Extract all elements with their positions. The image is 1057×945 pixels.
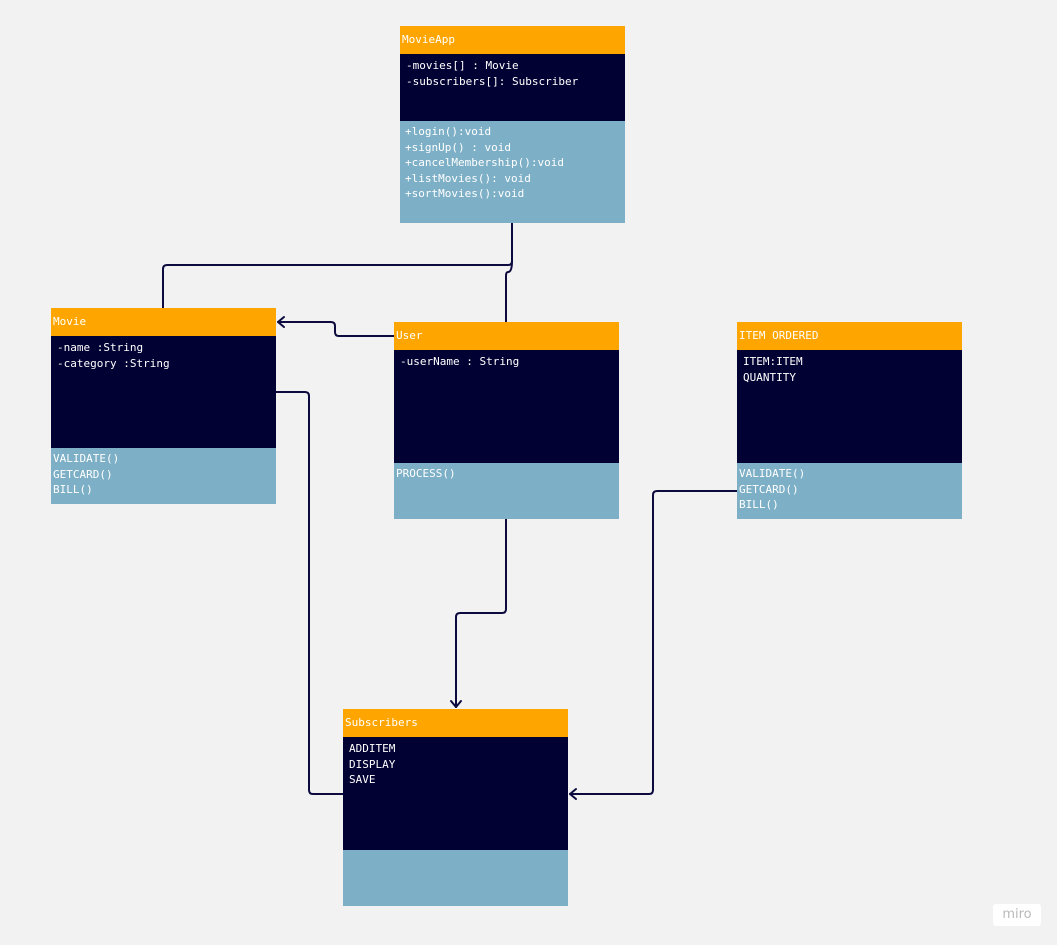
attributes-subscribers: ADDITEM DISPLAY SAVE [343,737,568,850]
method: BILL() [739,498,779,511]
arrowhead-item-subscribers [569,788,577,800]
connector-item-subscribers[interactable] [569,490,738,795]
method: +signUp() : void [405,140,511,154]
method: GETCARD() [739,482,799,496]
class-subscribers[interactable]: Subscribers ADDITEM DISPLAY SAVE [343,709,568,906]
miro-watermark[interactable]: miro [993,904,1041,926]
attribute: DISPLAY [349,757,396,771]
class-name-item-ordered: ITEM ORDERED [737,322,962,350]
connector-movie-subscribers[interactable] [274,391,344,795]
attribute: SAVE [349,773,376,786]
class-name-movieapp: MovieApp [400,26,625,54]
attribute: QUANTITY [743,370,796,384]
methods-user: PROCESS() [394,463,619,519]
class-name-subscribers: Subscribers [343,709,568,737]
methods-movie: VALIDATE() GETCARD() BILL() [51,448,276,504]
attribute: ITEM:ITEM [743,355,803,368]
method: +listMovies(): void [405,171,531,185]
method: +cancelMembership():void [405,156,564,169]
class-user[interactable]: User -userName : String PROCESS() [394,322,619,519]
methods-movieapp: +login():void +signUp() : void +cancelMe… [400,121,625,223]
connector-user-subscribers[interactable] [455,518,507,708]
method: PROCESS() [396,467,456,480]
methods-subscribers [343,850,568,906]
arrowhead-user-movie [277,316,285,328]
attribute: -movies[] : Movie [406,59,519,72]
method: VALIDATE() [53,452,120,465]
attribute: -name :String [57,341,144,354]
method: BILL() [53,483,93,496]
class-movieapp[interactable]: MovieApp -movies[] : Movie -subscribers[… [400,26,625,223]
attributes-user: -userName : String [394,350,619,463]
arrowhead-user-subscribers [450,700,462,708]
method: VALIDATE() [739,467,806,480]
method: +login():void [405,125,492,138]
connector-user-movie[interactable] [277,321,395,337]
attribute: -userName : String [400,355,520,368]
connector-movieapp-movie[interactable] [162,222,513,309]
method: GETCARD() [53,467,113,481]
methods-item-ordered: VALIDATE() GETCARD() BILL() [737,463,962,519]
method: +sortMovies():void [405,187,525,200]
attribute: -category :String [57,356,170,370]
attribute: ADDITEM [349,742,396,755]
class-item-ordered[interactable]: ITEM ORDERED ITEM:ITEM QUANTITY VALIDATE… [737,322,962,519]
connector-movieapp-user[interactable] [505,260,513,323]
attributes-movieapp: -movies[] : Movie -subscribers[]: Subscr… [400,54,625,121]
attribute: -subscribers[]: Subscriber [406,74,579,88]
class-name-movie: Movie [51,308,276,336]
attributes-movie: -name :String -category :String [51,336,276,448]
class-movie[interactable]: Movie -name :String -category :String VA… [51,308,276,504]
attributes-item-ordered: ITEM:ITEM QUANTITY [737,350,962,463]
class-name-user: User [394,322,619,350]
